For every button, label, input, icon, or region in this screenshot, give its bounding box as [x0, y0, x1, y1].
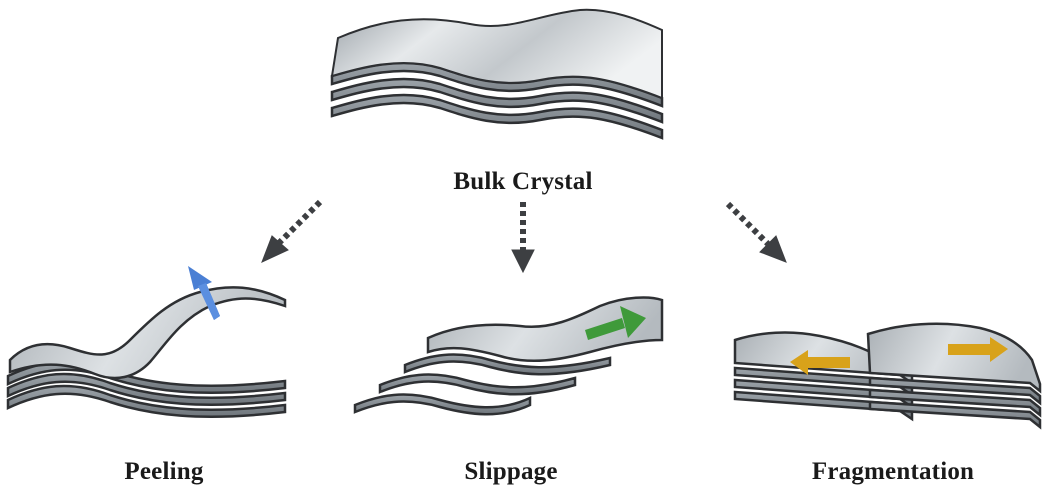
fragmentation-label: Fragmentation: [811, 458, 975, 485]
bulk-layer-4: [330, 93, 664, 140]
arrow-to-fragmentation: [725, 201, 787, 263]
bulk-layer-3: [330, 77, 664, 124]
bulk-top-sheet: [330, 8, 663, 100]
peeling-label: Peeling: [124, 458, 204, 485]
arrow-left-right-icon: [790, 337, 1008, 375]
peeling-stack: [6, 266, 287, 418]
bulk-crystal-label: Bulk Crystal: [453, 168, 593, 195]
arrow-to-peeling: [261, 199, 323, 263]
slippage-stack: [353, 296, 664, 416]
arrow-up-right-icon: [188, 266, 220, 320]
arrow-to-slippage: [511, 202, 535, 274]
fragmentation-right-stack: [866, 322, 1042, 430]
slippage-label: Slippage: [464, 458, 558, 485]
bulk-crystal-stack: [330, 8, 664, 140]
arrow-right-icon: [585, 306, 646, 340]
